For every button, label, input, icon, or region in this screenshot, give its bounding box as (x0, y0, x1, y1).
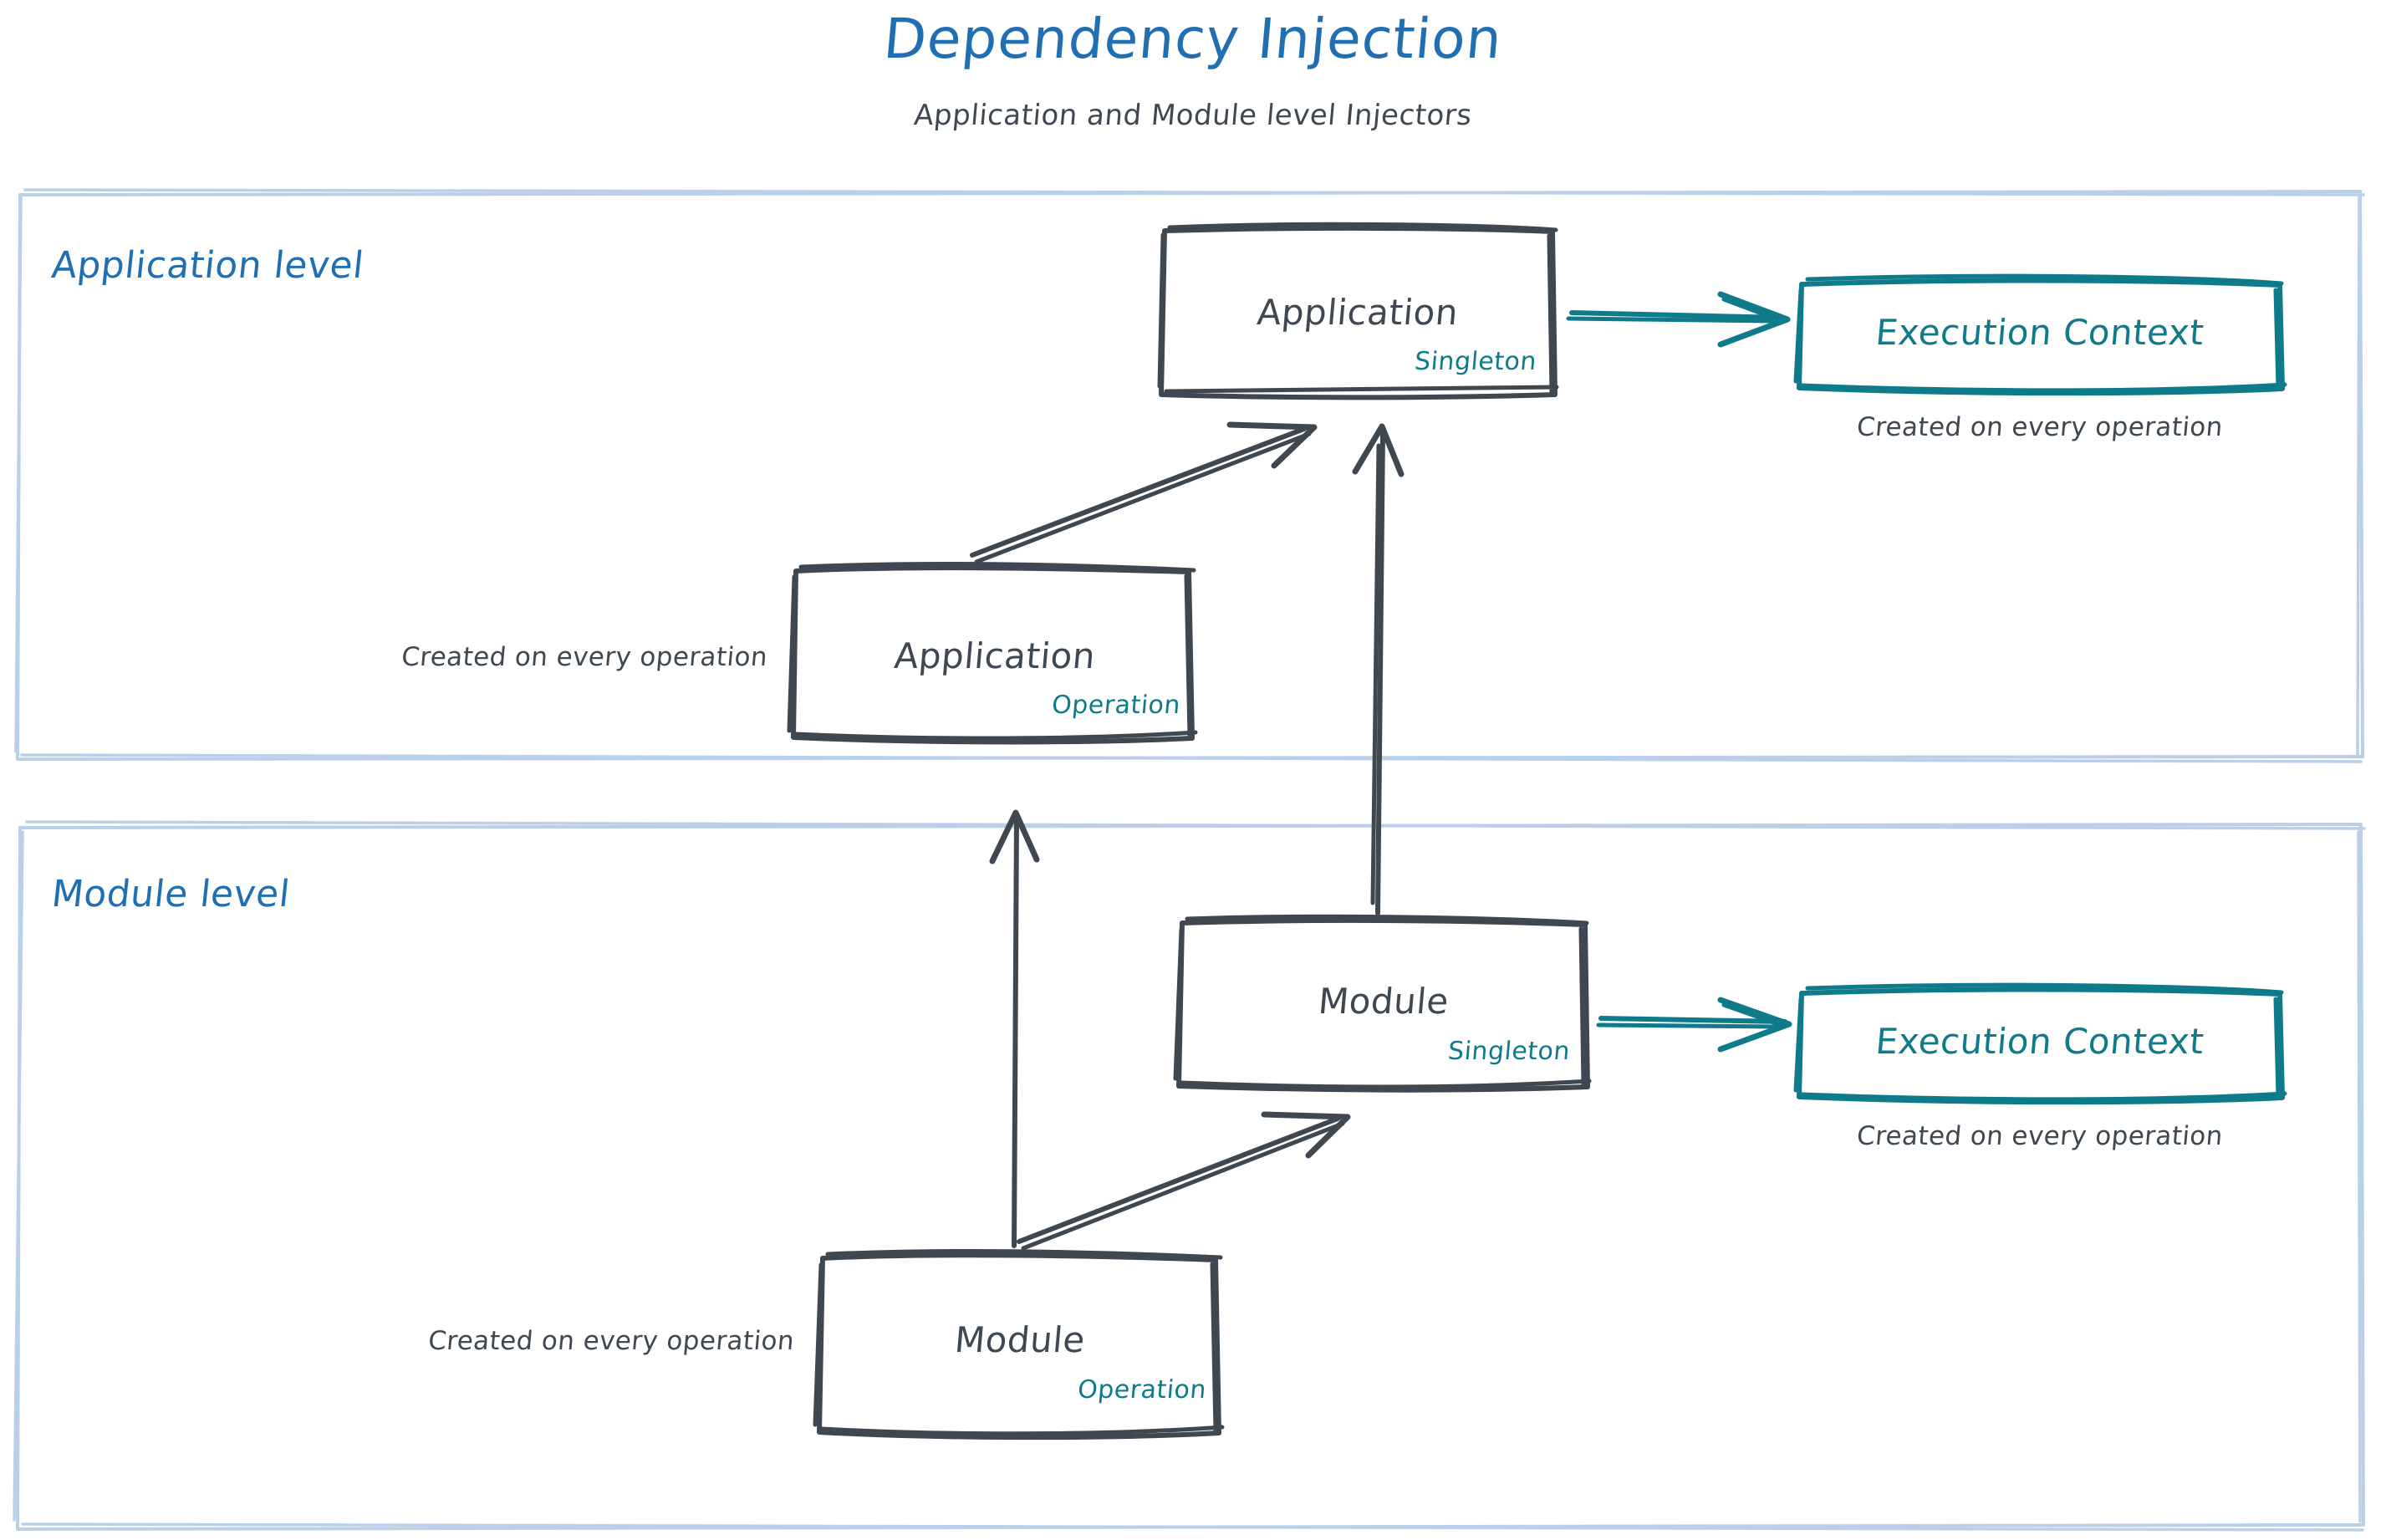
node-title-module-singleton: Module (1316, 981, 1451, 1022)
node-box-application-operation[interactable] (787, 562, 1198, 745)
caption-execution-context-module: Created on every operation (1855, 1121, 2225, 1151)
page-subtitle: Application and Module level Injectors (912, 99, 1474, 132)
node-box-module-operation[interactable] (813, 1249, 1225, 1441)
node-scope-application-operation: Operation (1050, 691, 1182, 720)
group-label-module-level: Module level (49, 873, 293, 915)
node-title-application-singleton: Application (1255, 292, 1461, 333)
group-container-application-level (14, 188, 2365, 763)
edge-module-operation-to-app-operation (989, 809, 1040, 1248)
node-scope-application-singleton: Singleton (1413, 347, 1538, 376)
node-title-execution-context-app: Execution Context (1874, 312, 2206, 353)
caption-application-operation: Created on every operation (400, 642, 769, 672)
node-title-application-operation: Application (892, 635, 1098, 676)
node-title-module-operation: Module (952, 1319, 1088, 1360)
edge-app-operation-to-app-singleton (970, 421, 1318, 564)
edge-module-singleton-to-exec-context (1596, 997, 1792, 1053)
node-box-execution-context-module[interactable] (1793, 982, 2287, 1105)
group-container-module-level (13, 820, 2366, 1532)
edge-module-singleton-to-app-singleton (1352, 423, 1405, 915)
caption-execution-context-app: Created on every operation (1855, 412, 2225, 442)
node-box-execution-context-app[interactable] (1793, 273, 2287, 396)
node-scope-module-singleton: Singleton (1446, 1037, 1572, 1066)
node-title-execution-context-module: Execution Context (1874, 1021, 2206, 1062)
node-box-application-singleton[interactable] (1157, 222, 1559, 400)
node-scope-module-operation: Operation (1076, 1375, 1208, 1405)
caption-module-operation: Created on every operation (426, 1326, 796, 1356)
edge-app-singleton-to-exec-context (1566, 291, 1791, 348)
group-label-application-level: Application level (49, 244, 366, 287)
edge-module-operation-to-module-singleton (1017, 1111, 1351, 1251)
node-box-module-singleton[interactable] (1173, 914, 1592, 1093)
page-title: Dependency Injection (880, 7, 1506, 71)
